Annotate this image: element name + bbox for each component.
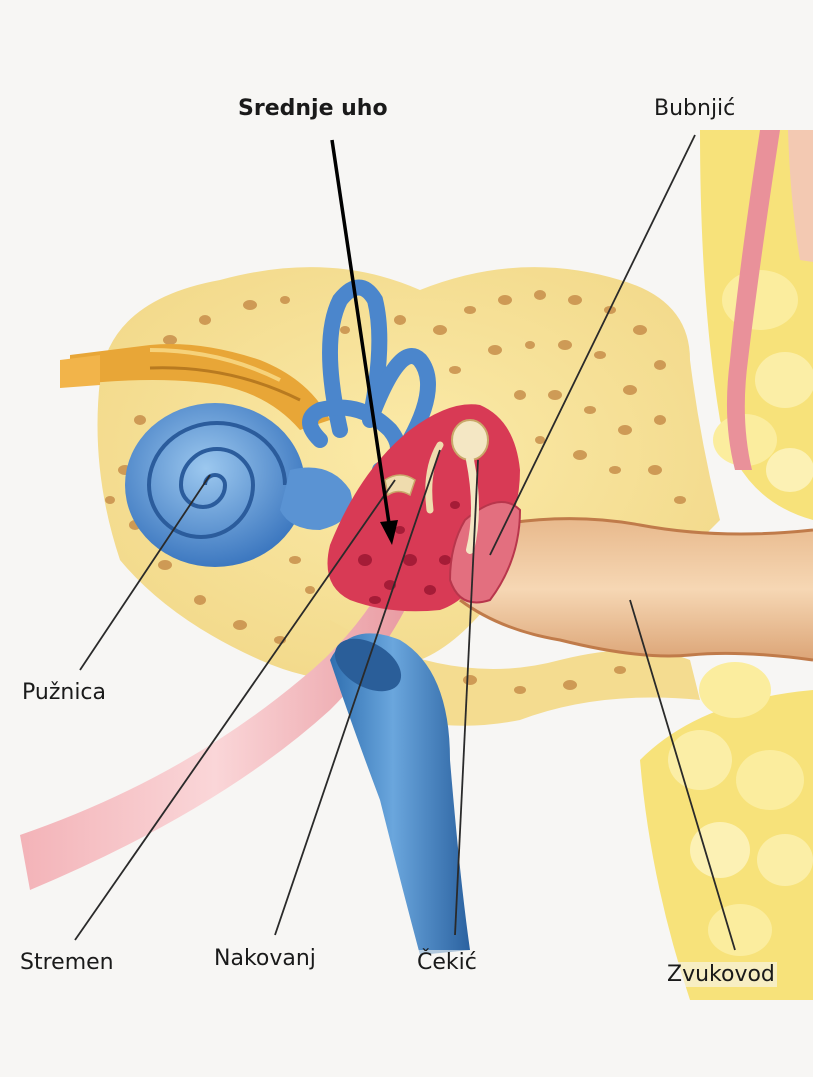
eardrum-label: Bubnjić [652, 96, 737, 121]
cochlea-label: Pužnica [20, 680, 108, 705]
anvil-label: Nakovanj [212, 946, 318, 971]
ear-canal-label: Zvukovod [665, 962, 777, 987]
hammer-label: Čekić [415, 950, 479, 975]
stirrup-label: Stremen [18, 950, 116, 975]
middle-ear-label: Srednje uho [236, 96, 390, 121]
